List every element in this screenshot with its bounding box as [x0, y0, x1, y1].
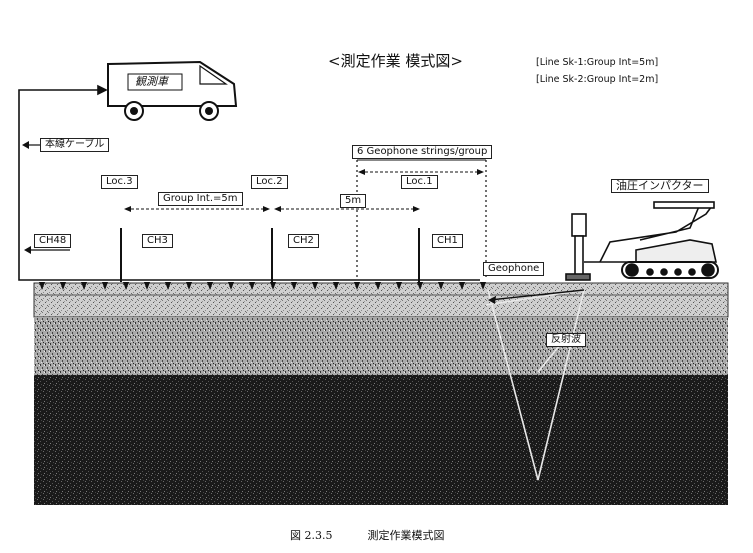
impactor-label: 油圧インパクター — [611, 179, 709, 193]
cable-label-arrow — [22, 141, 40, 149]
reflection-label: 反射波 — [546, 333, 586, 347]
cable-label: 本線ケーブル — [40, 138, 110, 152]
channel-label-ch2: CH2 — [288, 234, 319, 248]
geophone-group-bounds — [356, 160, 487, 280]
line-note-sk2: [Line Sk-2:Group Int=2m] — [536, 74, 659, 85]
truck-label: 観測車 — [135, 75, 168, 88]
main-cable — [18, 84, 480, 281]
channel-label-ch1: CH1 — [432, 234, 463, 248]
location-label-3: Loc.3 — [101, 175, 138, 189]
recording-truck — [107, 60, 238, 121]
location-label-2: Loc.2 — [251, 175, 288, 189]
ground-surface-layer — [33, 282, 729, 318]
reflection-ray-arrow — [488, 289, 585, 304]
ch48-arrow — [24, 246, 70, 254]
geophone-strings-label: 6 Geophone strings/group — [352, 145, 493, 159]
geophone-markers — [39, 282, 486, 290]
ground-deep-layer — [34, 375, 728, 505]
caption-number: 図 2.3.5 — [290, 529, 333, 542]
reflection-ray-paths — [485, 289, 585, 481]
line-note-sk1: [Line Sk-1:Group Int=5m] — [536, 57, 659, 68]
geophone-label: Geophone — [483, 262, 545, 276]
figure-caption: 図 2.3.5 測定作業模式図 — [290, 527, 445, 543]
ground-middle-layer — [34, 317, 728, 375]
channel-label-ch48: CH48 — [34, 234, 72, 248]
location-label-1: Loc.1 — [401, 175, 438, 189]
station-poles — [120, 228, 420, 282]
group-interval-label: Group Int.=5m — [158, 192, 243, 206]
hydraulic-impactor — [565, 201, 719, 281]
channel-label-ch3: CH3 — [142, 234, 173, 248]
caption-text: 測定作業模式図 — [367, 529, 445, 542]
spacing-label: 5m — [340, 194, 367, 208]
diagram-title: <測定作業 模式図> — [328, 52, 463, 70]
